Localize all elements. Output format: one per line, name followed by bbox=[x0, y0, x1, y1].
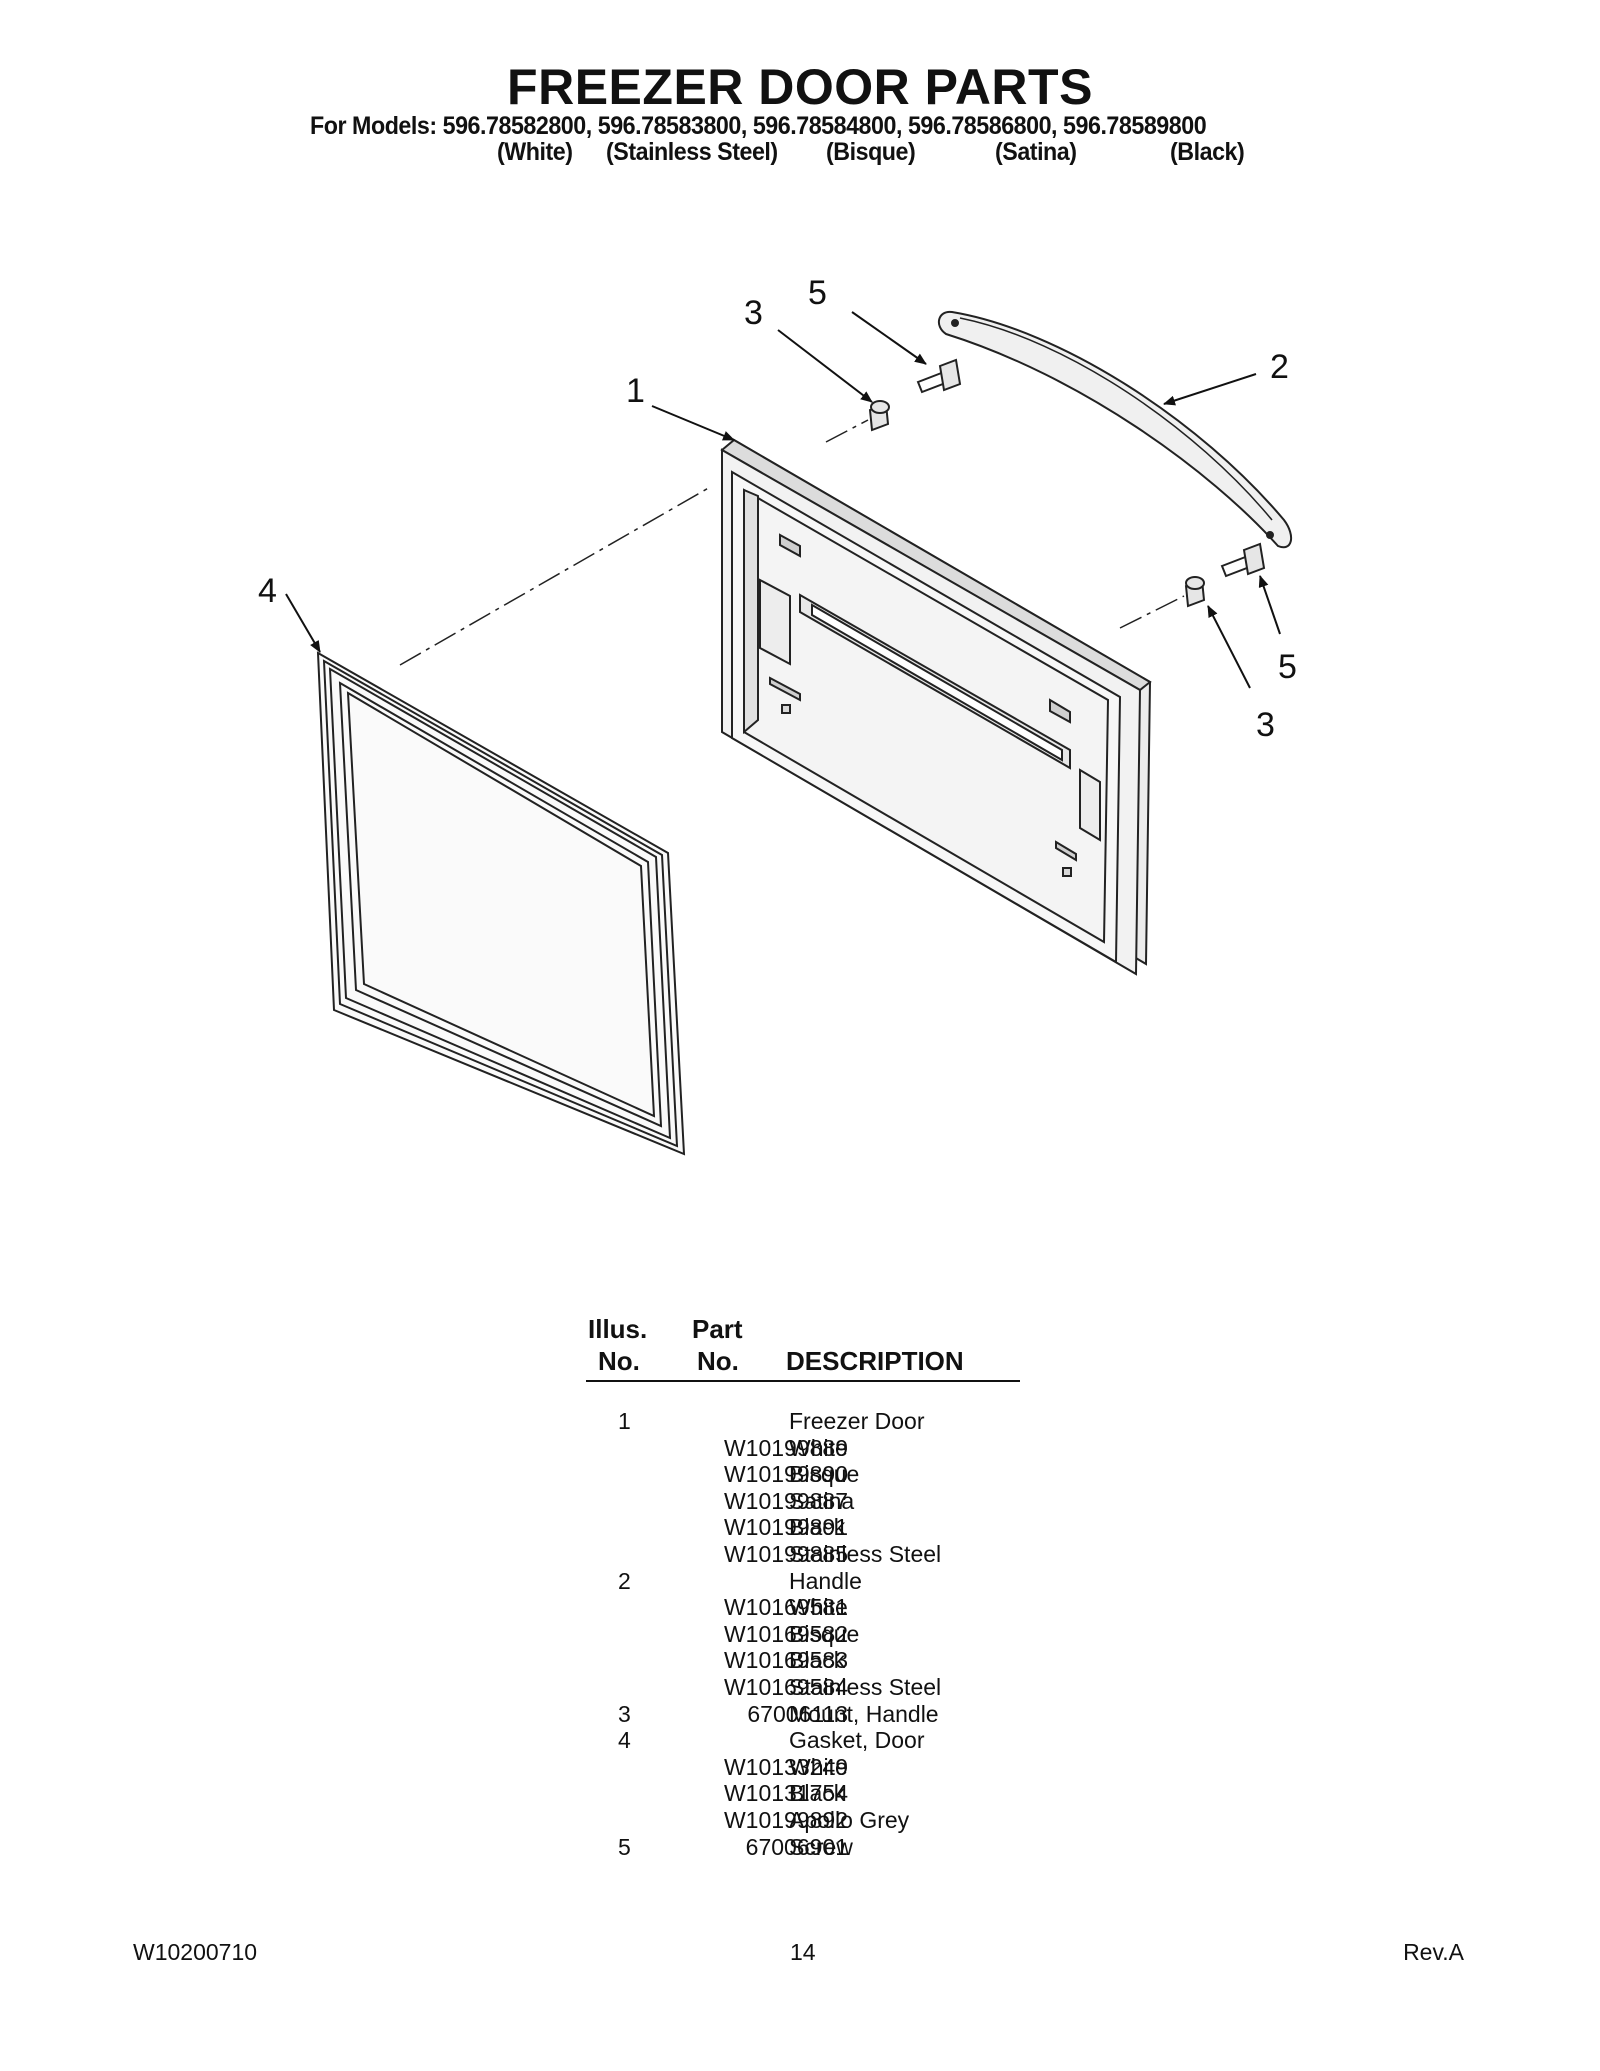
part-description: Screw bbox=[789, 1833, 853, 1860]
illus-number: 4 bbox=[618, 1727, 631, 1754]
illus-number: 3 bbox=[618, 1700, 631, 1727]
part-description: White bbox=[789, 1594, 848, 1621]
callout-handle: 2 bbox=[1270, 348, 1289, 386]
part-description: Stainless Steel bbox=[789, 1673, 942, 1700]
part-number: W10199885 bbox=[723, 1540, 848, 1567]
part-number: W10133249 bbox=[723, 1753, 848, 1780]
part-description: Stainless Steel bbox=[789, 1540, 942, 1567]
callout-door: 1 bbox=[626, 372, 645, 410]
part-number: W10199890 bbox=[723, 1461, 848, 1488]
col-header-description: DESCRIPTION bbox=[786, 1346, 964, 1376]
screw-top bbox=[916, 358, 962, 394]
part-number: W10169583 bbox=[723, 1647, 848, 1674]
model-list: For Models: 596.78582800, 596.78583800, … bbox=[310, 112, 1207, 140]
col-header-part-line1: Part bbox=[692, 1314, 743, 1344]
screw-bottom bbox=[1220, 542, 1266, 578]
handle-mount-bottom bbox=[1184, 576, 1206, 608]
callout-screw-top: 5 bbox=[808, 274, 827, 312]
part-description: Satina bbox=[789, 1487, 855, 1514]
callout-mount-bottom: 3 bbox=[1256, 706, 1275, 744]
part-number: W10131754 bbox=[723, 1780, 848, 1807]
part-description: White bbox=[789, 1753, 848, 1780]
table-row: 2 Handle bbox=[0, 1568, 1600, 1595]
exploded-parts-diagram bbox=[285, 310, 1293, 1156]
finish-label-black: (Black) bbox=[1170, 138, 1245, 166]
part-description: Bisque bbox=[789, 1461, 860, 1488]
handle-mount-top bbox=[868, 400, 890, 432]
page-title: FREEZER DOOR PARTS bbox=[507, 59, 1093, 115]
table-header-rule bbox=[586, 1380, 1020, 1382]
part-number: 67006901 bbox=[745, 1833, 848, 1860]
document-number: W10200710 bbox=[133, 1939, 258, 1965]
part-number: W10199889 bbox=[723, 1434, 848, 1461]
freezer-door bbox=[720, 438, 1152, 976]
revision-label: Rev.A bbox=[1403, 1939, 1464, 1965]
callout-arrows bbox=[285, 311, 1281, 689]
part-number: W10199887 bbox=[723, 1487, 848, 1514]
part-number: W10169582 bbox=[723, 1620, 848, 1647]
callout-gasket: 4 bbox=[258, 572, 277, 610]
finish-label-stainless: (Stainless Steel) bbox=[606, 138, 778, 166]
part-description: Apollo Grey bbox=[789, 1806, 910, 1833]
table-row: 1 Freezer Door bbox=[0, 1408, 1600, 1435]
finish-label-satina: (Satina) bbox=[995, 138, 1077, 166]
part-description: Black bbox=[789, 1780, 846, 1807]
illus-number: 1 bbox=[618, 1408, 631, 1434]
part-description: White bbox=[789, 1434, 848, 1461]
col-header-part-line2: No. bbox=[697, 1346, 739, 1376]
part-description: Handle bbox=[789, 1567, 862, 1594]
alignment-lines bbox=[399, 419, 1185, 666]
page-number: 14 bbox=[790, 1939, 816, 1965]
part-description: Mount, Handle bbox=[789, 1700, 939, 1727]
door-gasket bbox=[316, 651, 686, 1156]
part-number: W10169584 bbox=[723, 1673, 848, 1700]
part-number: W10199892 bbox=[723, 1806, 848, 1833]
part-description: Bisque bbox=[789, 1620, 860, 1647]
col-header-illus-line1: Illus. bbox=[588, 1314, 648, 1344]
part-description: Freezer Door bbox=[789, 1408, 925, 1434]
part-number: W10199891 bbox=[723, 1514, 848, 1541]
finish-label-white: (White) bbox=[497, 138, 573, 166]
part-number: W10169581 bbox=[723, 1594, 848, 1621]
finish-label-bisque: (Bisque) bbox=[826, 138, 916, 166]
table-row: 4 Gasket, Door bbox=[0, 1727, 1600, 1754]
door-handle bbox=[937, 310, 1293, 549]
part-number: 67006113 bbox=[747, 1700, 848, 1727]
illus-number: 2 bbox=[618, 1567, 631, 1594]
callout-screw-bottom: 5 bbox=[1278, 648, 1297, 686]
part-description: Black bbox=[789, 1514, 846, 1541]
part-description: Black bbox=[789, 1647, 846, 1674]
illus-number: 5 bbox=[618, 1833, 631, 1860]
part-description: Gasket, Door bbox=[789, 1727, 925, 1754]
col-header-illus-line2: No. bbox=[598, 1346, 640, 1376]
callout-mount-top: 3 bbox=[744, 294, 763, 332]
